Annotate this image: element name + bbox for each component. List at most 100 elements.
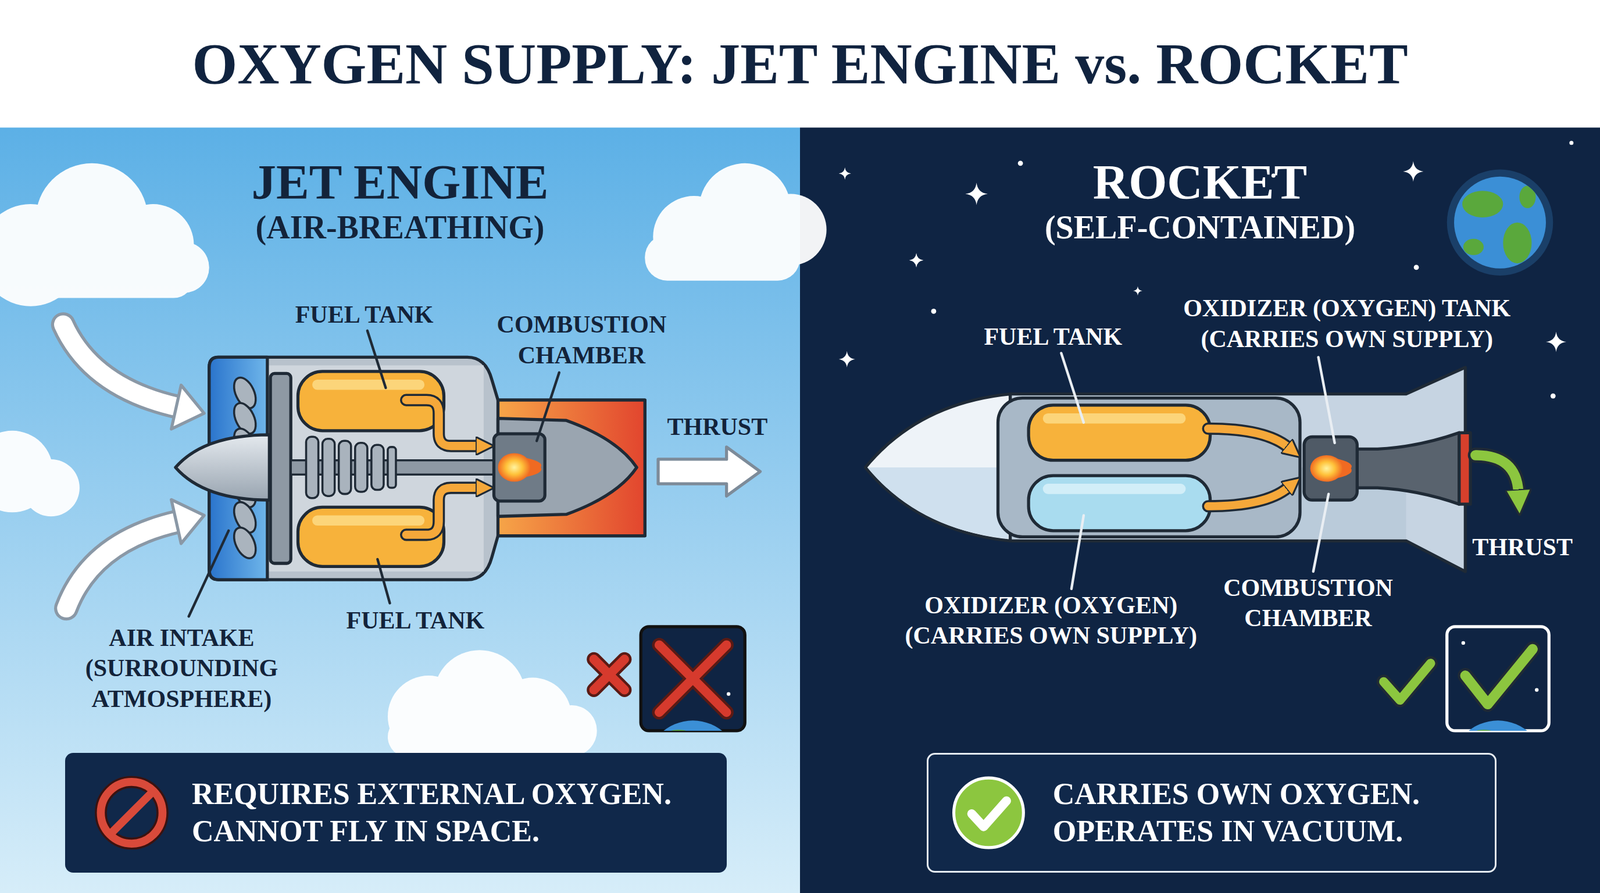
jet-engine — [209, 356, 645, 580]
part-label: FUEL TANK — [966, 321, 1140, 353]
prohibited-icon — [100, 781, 163, 844]
rocket — [1459, 432, 1471, 505]
no-space-icon — [593, 659, 625, 691]
part-label: AIR INTAKE (SURROUNDING ATMOSPHERE) — [81, 622, 281, 715]
jet-engine — [338, 440, 352, 494]
space-ok-icon — [1383, 663, 1431, 700]
star — [965, 182, 988, 206]
fuel-flow-arrow — [406, 400, 478, 446]
star — [1018, 160, 1024, 166]
leader-line — [188, 530, 229, 617]
panel: JET ENGINE(AIR-BREATHING)REQUIRES EXTERN… — [0, 127, 800, 893]
no-space-icon — [645, 720, 740, 731]
earth — [1447, 169, 1554, 276]
no-space-icon — [640, 626, 745, 731]
air-intake-arrow — [63, 324, 179, 407]
no-space-icon — [659, 644, 727, 713]
propellant-flow-arrow — [1208, 487, 1288, 507]
panel-heading: ROCKET — [800, 155, 1600, 210]
title: OXYGEN SUPPLY: JET ENGINE vs. ROCKET — [0, 0, 1600, 128]
space-ok-icon — [1447, 626, 1550, 731]
air-intake-arrow — [63, 324, 205, 609]
air-intake-arrow — [171, 499, 205, 544]
cloud — [644, 234, 800, 281]
fuel-flow-arrow — [406, 400, 478, 446]
leader-line — [367, 330, 387, 388]
thrust-arrow — [658, 447, 761, 496]
air-intake-arrow — [63, 324, 179, 407]
jet-engine — [175, 434, 270, 500]
no-space-icon — [659, 644, 727, 713]
space-ok-icon — [1534, 688, 1539, 692]
leader-line — [1061, 352, 1335, 589]
no-space-icon — [593, 659, 625, 691]
rocket — [1028, 405, 1210, 461]
check-icon — [971, 800, 1007, 827]
fuel-flow-arrow — [406, 400, 478, 535]
space-ok-icon — [1383, 663, 1431, 700]
leader-line — [1061, 352, 1084, 423]
jet-engine — [387, 447, 396, 488]
no-space-icon — [664, 729, 694, 731]
jet-engine — [306, 436, 396, 498]
fuel-flow-arrow — [406, 487, 478, 535]
rocket — [1043, 413, 1187, 424]
note-text: CARRIES OWN OXYGEN. OPERATES IN VACUUM. — [1052, 775, 1472, 850]
no-space-icon — [593, 659, 625, 691]
jet-engine — [497, 400, 645, 536]
rocket — [1028, 475, 1210, 531]
space-ok-icon — [1465, 648, 1533, 705]
jet-engine — [497, 452, 531, 482]
star — [1550, 393, 1556, 399]
star — [1402, 161, 1424, 182]
prohibited-icon — [100, 781, 163, 844]
space-ok-icon — [1461, 641, 1466, 645]
check-icon — [948, 772, 1029, 853]
rocket — [997, 398, 1300, 538]
star — [1133, 286, 1143, 296]
no-space-icon — [659, 644, 727, 713]
panel-subheading: (SELF-CONTAINED) — [800, 209, 1600, 246]
background — [0, 0, 1600, 129]
star — [1569, 140, 1574, 145]
thrust-arrow — [1475, 455, 1519, 492]
star — [838, 351, 856, 368]
jet-engine — [312, 515, 425, 526]
note-box: REQUIRES EXTERNAL OXYGEN. CANNOT FLY IN … — [65, 752, 727, 873]
cloud — [22, 459, 80, 517]
star — [838, 167, 852, 180]
star — [909, 252, 924, 268]
leader-line — [377, 559, 390, 603]
air-intake-arrow — [66, 521, 179, 609]
no-space-icon — [659, 644, 727, 713]
propellant-flow-arrow — [1208, 428, 1288, 448]
propellant-flow-arrow — [1208, 428, 1288, 506]
jet-engine — [322, 438, 335, 496]
thrust-arrow — [658, 447, 761, 496]
thrust-arrow — [1475, 455, 1519, 492]
part-label: OXIDIZER (OXYGEN) TANK (CARRIES OWN SUPP… — [1168, 293, 1526, 355]
background — [800, 127, 1600, 893]
space-ok-icon — [1451, 641, 1545, 731]
part-label: COMBUSTION CHAMBER — [1216, 572, 1400, 634]
air-intake-arrow — [66, 521, 179, 609]
earth — [1454, 176, 1546, 269]
no-space-icon — [593, 659, 625, 691]
propellant-flow-arrow — [1208, 428, 1288, 448]
part-label: COMBUSTION CHAMBER — [484, 309, 679, 371]
rocket — [865, 367, 1471, 572]
no-space-icon — [645, 641, 740, 731]
earth — [1502, 222, 1532, 264]
leader-line — [1071, 515, 1084, 589]
star — [1545, 331, 1567, 353]
leader-line — [188, 330, 560, 617]
jet-engine — [175, 356, 645, 580]
propellant-flow-arrow — [1208, 487, 1288, 507]
leader-line — [1318, 356, 1335, 443]
check-icon — [953, 777, 1024, 848]
note-box: CARRIES OWN OXYGEN. OPERATES IN VACUUM. — [926, 752, 1497, 873]
prohibited-icon — [91, 772, 172, 853]
rocket — [1043, 483, 1187, 495]
